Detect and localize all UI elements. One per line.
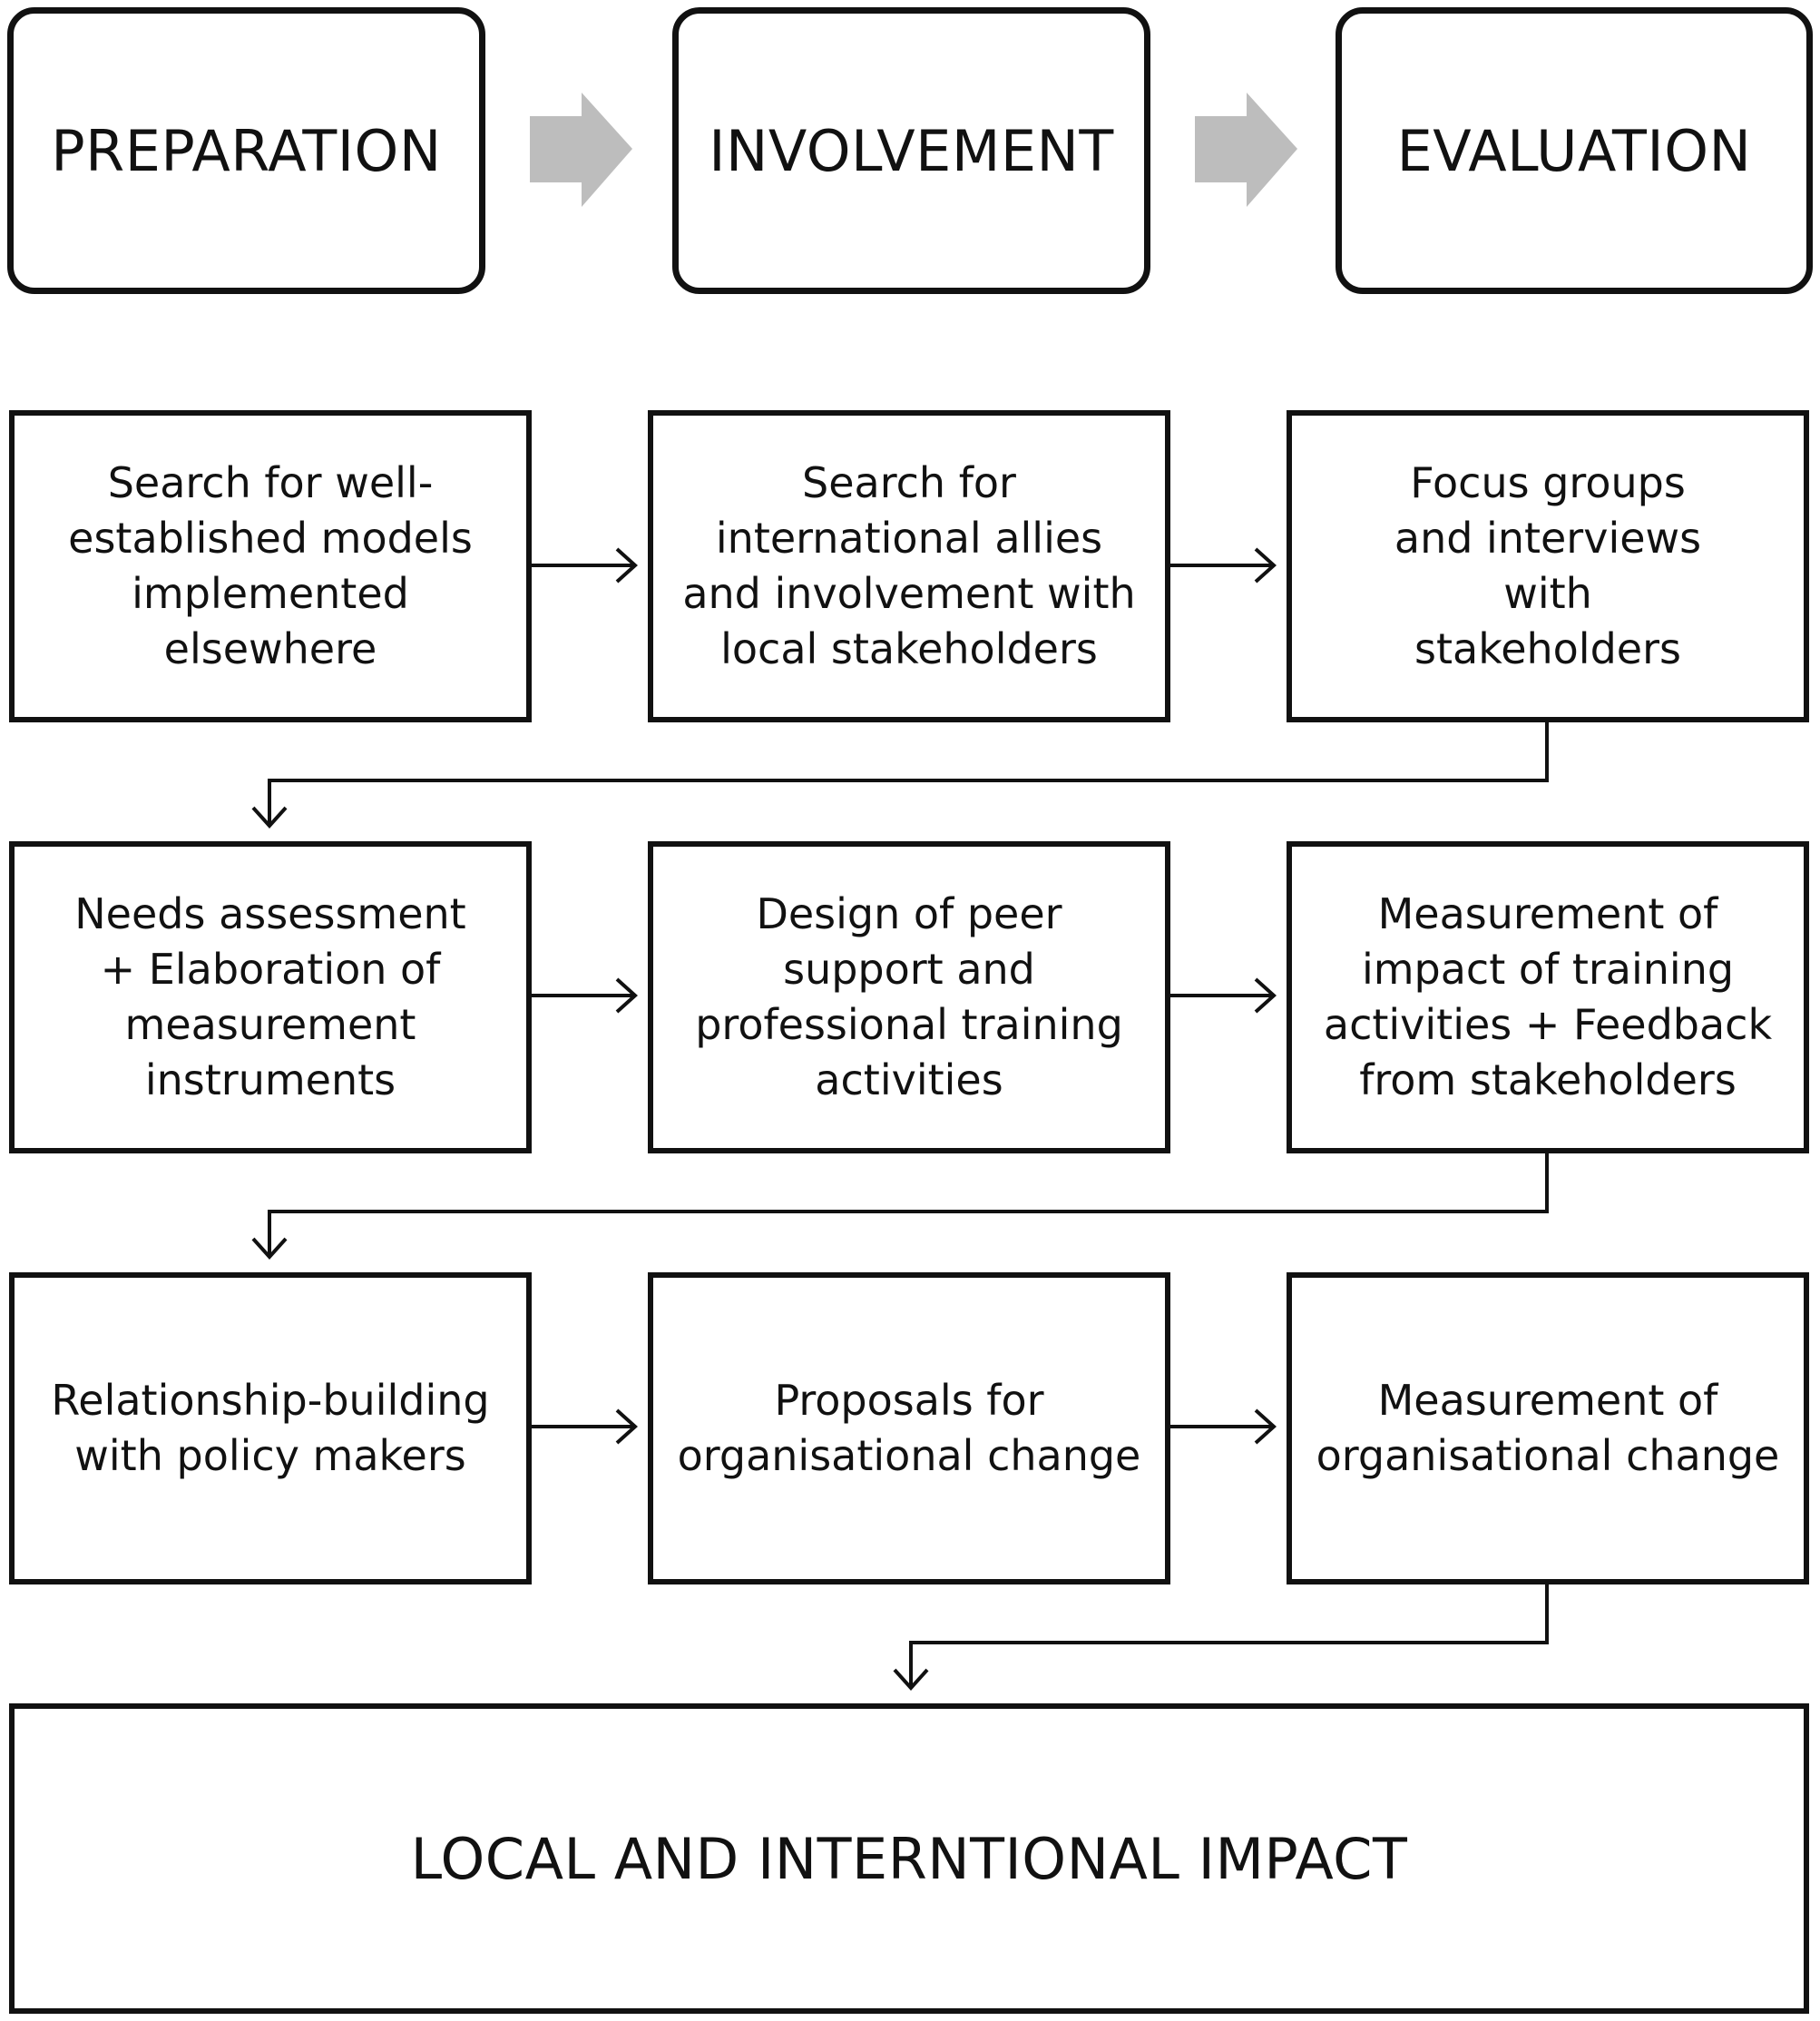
step-needs-assessment: Needs assessment + Elaboration of measur… <box>9 841 532 1153</box>
step-proposals-change: Proposals for organisational change <box>648 1272 1170 1584</box>
connector-row3-impact <box>893 1584 1549 1691</box>
connector-row2-row3 <box>251 1153 1549 1260</box>
arrow-r3-b <box>1170 1408 1277 1445</box>
step-measurement-change: Measurement of organisational change <box>1287 1272 1809 1584</box>
arrow-r1-a <box>532 547 638 584</box>
arrow-r1-b <box>1170 547 1277 584</box>
step-relationship-building: Relationship-building with policy makers <box>9 1272 532 1584</box>
arrow-r2-b <box>1170 977 1277 1014</box>
phase-evaluation: EVALUATION <box>1336 7 1813 294</box>
step-search-allies-text: Search for international allies and invo… <box>682 458 1136 673</box>
step-design-training-text: Design of peer support and professional … <box>695 889 1123 1104</box>
step-needs-assessment-text: Needs assessment + Elaboration of measur… <box>74 889 466 1104</box>
step-search-allies: Search for international allies and invo… <box>648 410 1170 722</box>
connector-row1-row2 <box>251 721 1549 829</box>
step-search-models-text: Search for well-established models imple… <box>68 458 473 673</box>
step-measurement-training-text: Measurement of impact of training activi… <box>1323 889 1773 1104</box>
phase-evaluation-label: EVALUATION <box>1396 117 1752 184</box>
impact-label: LOCAL AND INTERNTIONAL IMPACT <box>410 1825 1408 1892</box>
arrow-r2-a <box>532 977 638 1014</box>
phase-arrow-2 <box>1195 93 1297 207</box>
phase-arrow-1 <box>530 93 632 207</box>
step-measurement-change-text: Measurement of organisational change <box>1316 1376 1780 1480</box>
impact-box: LOCAL AND INTERNTIONAL IMPACT <box>9 1703 1809 2014</box>
phase-involvement-label: INVOLVEMENT <box>709 117 1114 184</box>
step-relationship-building-text: Relationship-building with policy makers <box>51 1376 490 1480</box>
step-measurement-training: Measurement of impact of training activi… <box>1287 841 1809 1153</box>
step-focus-groups: Focus groups and interviews with stakeho… <box>1287 410 1809 722</box>
step-search-models: Search for well-established models imple… <box>9 410 532 722</box>
phase-preparation: PREPARATION <box>7 7 485 294</box>
phase-preparation-label: PREPARATION <box>51 117 442 184</box>
phase-involvement: INVOLVEMENT <box>672 7 1150 294</box>
step-design-training: Design of peer support and professional … <box>648 841 1170 1153</box>
arrow-r3-a <box>532 1408 638 1445</box>
step-proposals-change-text: Proposals for organisational change <box>677 1376 1141 1480</box>
step-focus-groups-text: Focus groups and interviews with stakeho… <box>1394 458 1702 673</box>
